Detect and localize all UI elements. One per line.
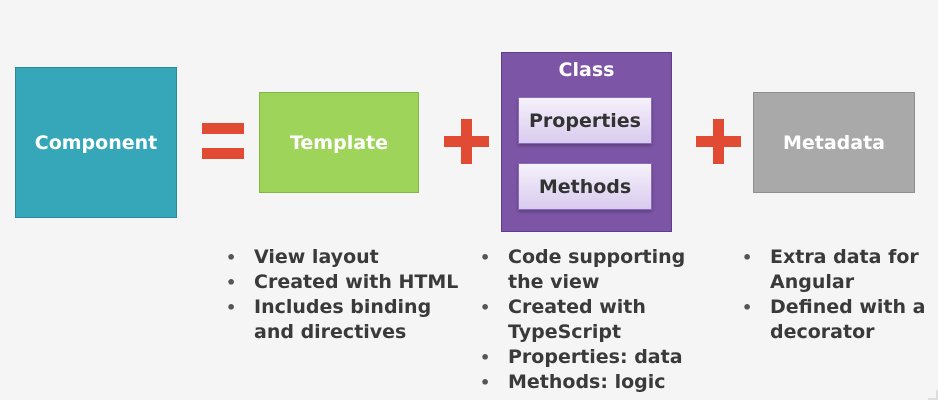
metadata-box: Metadata: [753, 92, 915, 193]
template-label: Template: [289, 131, 389, 154]
note-line: Angular: [770, 271, 855, 293]
class-box: Class Properties Methods: [501, 52, 672, 232]
note-line: Created with: [508, 296, 646, 318]
properties-box: Properties: [518, 97, 652, 144]
note-line: Extra data for: [770, 246, 919, 268]
note-line: TypeScript: [508, 321, 622, 343]
class-label: Class: [558, 59, 615, 81]
note-line: View layout: [254, 246, 379, 268]
class-notes-list: Code supporting the viewCreated withTypeS…: [480, 245, 710, 395]
note-line: Code supporting: [508, 246, 686, 268]
note-item: Created with HTML: [226, 270, 466, 295]
note-item: Properties: data: [480, 345, 710, 370]
template-box: Template: [259, 92, 419, 193]
note-item: Includes binding and directives: [226, 295, 466, 345]
equals-icon: [202, 123, 244, 159]
note-line: Defined with a: [770, 296, 926, 318]
metadata-notes-list: Extra data forAngularDefined with a decor…: [742, 245, 934, 345]
note-line: Created with HTML: [254, 271, 459, 293]
note-item: View layout: [226, 245, 466, 270]
template-notes-list: View layoutCreated with HTMLIncludes bin…: [226, 245, 466, 345]
note-line: the view: [508, 271, 600, 293]
note-line: Properties: data: [508, 346, 683, 368]
component-box: Component: [15, 67, 177, 218]
note-item: Defined with a decorator: [742, 295, 934, 345]
plus-icon: [696, 119, 741, 164]
note-line: Includes binding: [254, 296, 432, 318]
plus-icon: [444, 119, 489, 164]
note-item: Methods: logic: [480, 370, 710, 395]
corner-mark: [928, 390, 938, 400]
note-line: decorator: [770, 321, 875, 343]
note-line: Methods: logic: [508, 371, 666, 393]
component-label: Component: [34, 131, 158, 154]
metadata-label: Metadata: [782, 131, 886, 154]
methods-label: Methods: [538, 175, 632, 198]
properties-label: Properties: [529, 109, 641, 132]
note-line: and directives: [254, 321, 407, 343]
note-item: Code supporting the view: [480, 245, 710, 295]
methods-box: Methods: [518, 163, 652, 210]
